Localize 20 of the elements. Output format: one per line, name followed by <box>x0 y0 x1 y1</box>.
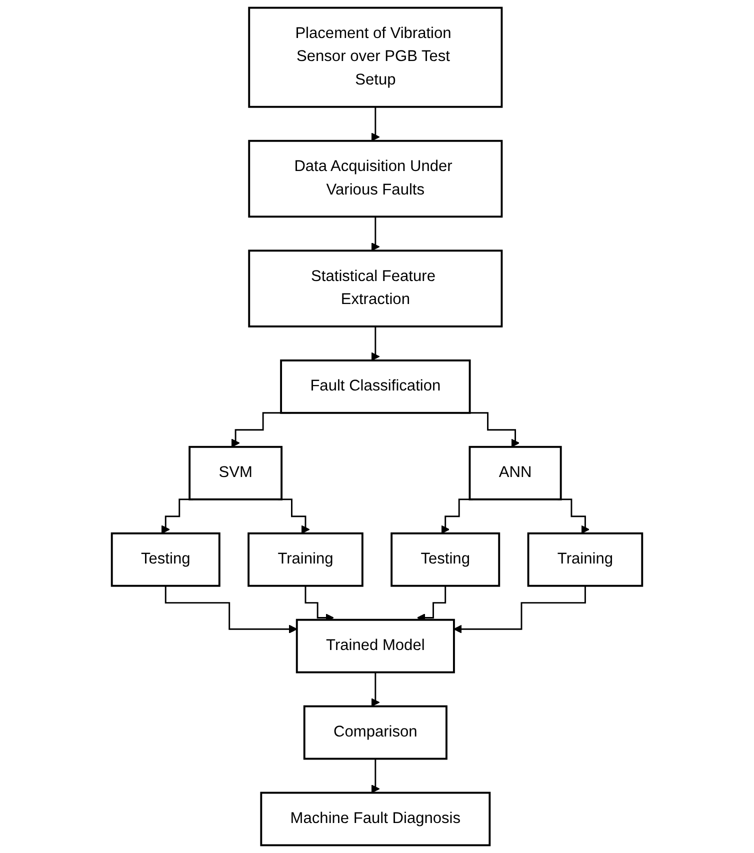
node-box: Machine Fault Diagnosis <box>260 792 491 846</box>
node-box: Training <box>248 532 364 587</box>
node-box: Placement of Vibration Sensor over PGB Test Setup <box>248 6 503 108</box>
node-box: Fault Classification <box>280 359 471 414</box>
node-box: Comparison <box>303 705 448 760</box>
arrow <box>371 326 380 361</box>
node-box: Trained Model <box>296 618 455 674</box>
arrow <box>371 672 380 707</box>
node-box: ANN <box>468 446 562 500</box>
node-box: Testing <box>390 532 500 587</box>
node-box: Testing <box>110 532 220 587</box>
arrow <box>371 106 380 142</box>
node-box: Training <box>527 532 644 587</box>
node-box: SVM <box>188 446 283 500</box>
node-box: Data Acquisition Under Various Faults <box>248 140 503 218</box>
arrow <box>371 216 380 252</box>
node-box: Statistical Feature Extraction <box>248 250 503 328</box>
arrow <box>454 585 586 634</box>
arrow <box>164 585 298 634</box>
arrow <box>371 758 380 794</box>
